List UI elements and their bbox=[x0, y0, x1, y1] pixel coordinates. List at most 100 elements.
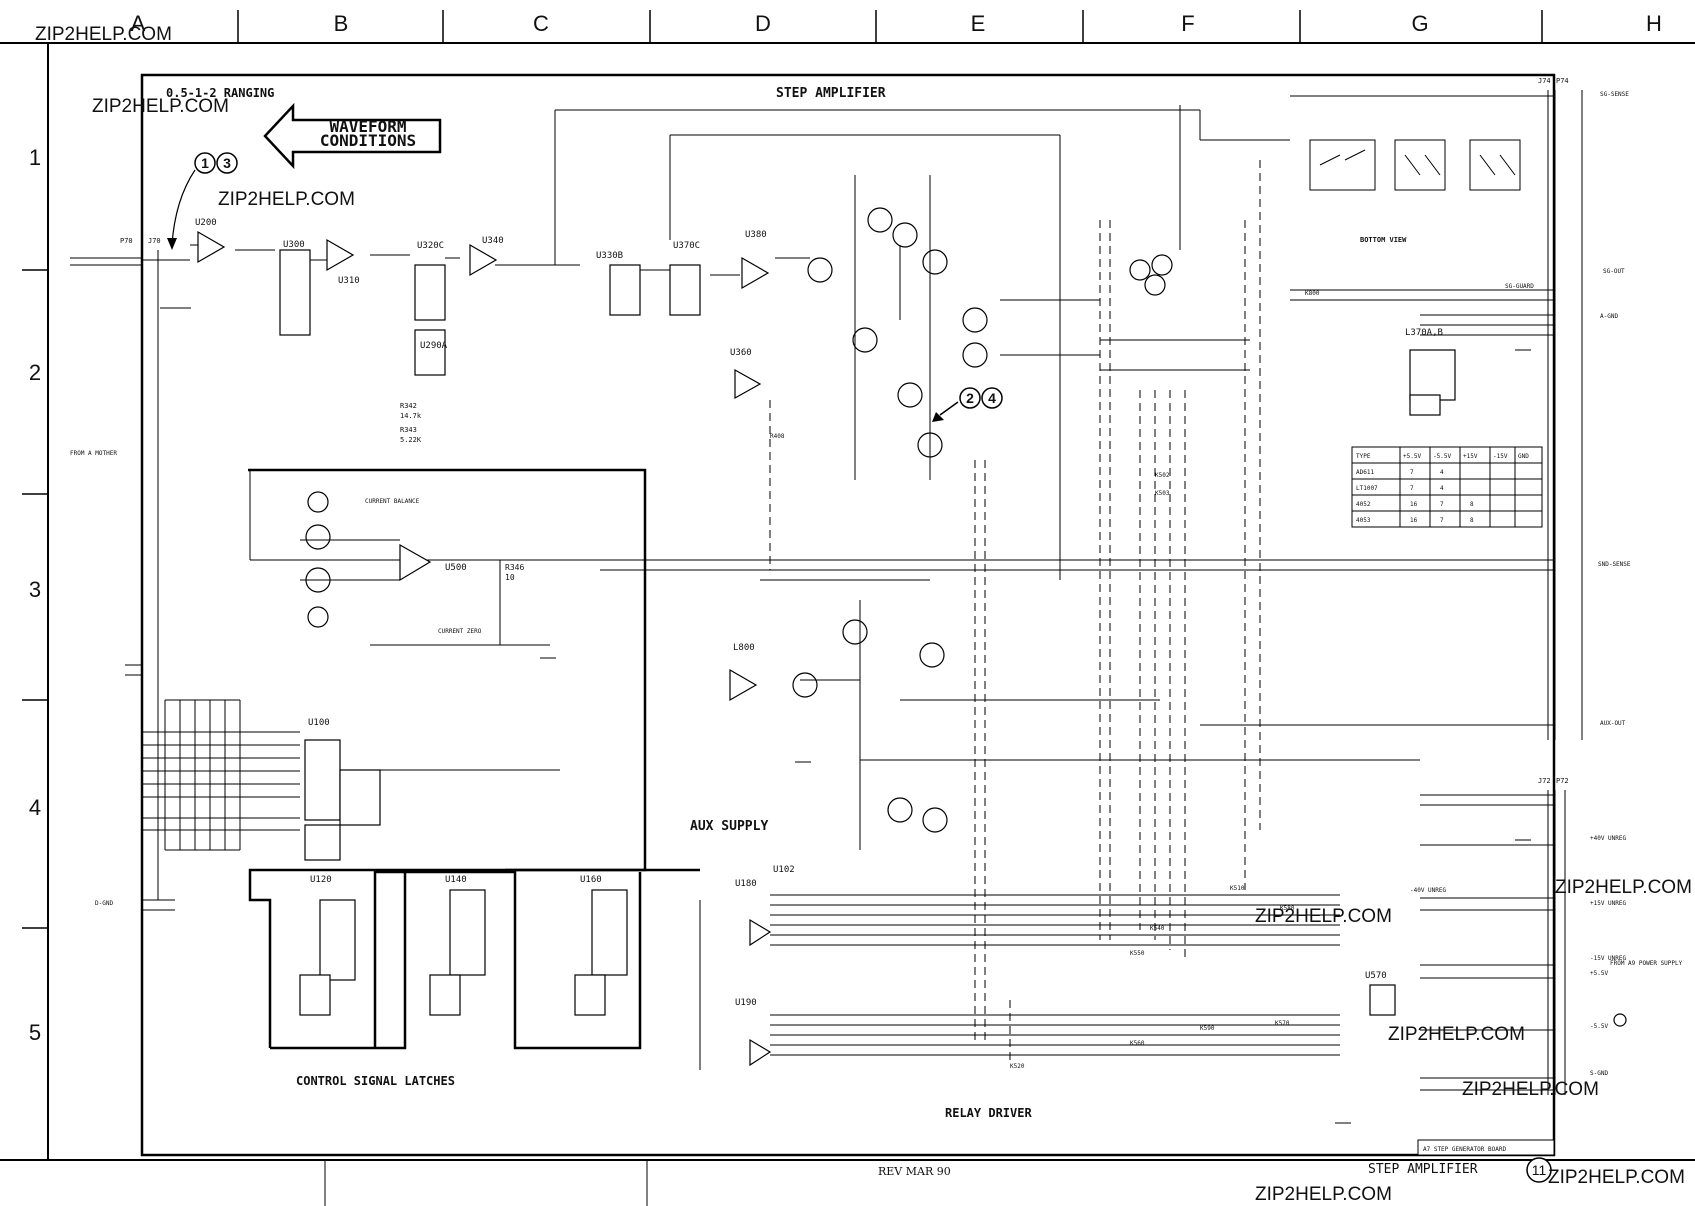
p74-label: P74 bbox=[1556, 77, 1569, 85]
power-table-grid bbox=[1351, 446, 1543, 528]
from-mother-label: FROM A MOTHER bbox=[70, 450, 117, 457]
table-header-m5: -5.5V bbox=[1433, 453, 1451, 460]
u200-label: U200 bbox=[195, 218, 217, 228]
aux-supply-label: AUX SUPPLY bbox=[690, 819, 768, 834]
r408-label: R408 bbox=[770, 433, 785, 440]
j72-label: J72 bbox=[1538, 777, 1551, 785]
watermark-9: ZIP2HELP.COM bbox=[1255, 1184, 1392, 1205]
row-headers: 1 2 3 4 5 bbox=[29, 145, 41, 1045]
waveform-arrow bbox=[263, 102, 442, 170]
table-header-p15: +15V bbox=[1463, 453, 1478, 460]
u290-label: U290A bbox=[420, 341, 448, 351]
k560-label: K560 bbox=[1130, 1040, 1145, 1047]
relay-dashed-lines bbox=[769, 160, 1261, 1060]
watermark-3: ZIP2HELP.COM bbox=[218, 189, 355, 210]
table-row-2-m5: 7 bbox=[1440, 501, 1444, 508]
callout-3: 3 bbox=[223, 155, 231, 171]
col-b: B bbox=[334, 11, 349, 36]
current-zero-label: CURRENT ZERO bbox=[438, 628, 482, 635]
watermark-2: ZIP2HELP.COM bbox=[92, 96, 229, 117]
u340-label: U340 bbox=[482, 236, 504, 246]
board-border bbox=[140, 73, 1556, 1157]
row-3: 3 bbox=[29, 577, 41, 602]
sg-guard-label: SG-GUARD bbox=[1505, 283, 1534, 290]
watermark-5: ZIP2HELP.COM bbox=[1555, 877, 1692, 898]
power-table: TYPE +5.5V -5.5V +15V -15V GND LT1007 7 … bbox=[1356, 453, 1529, 524]
col-h: H bbox=[1646, 11, 1662, 36]
u190-label: U190 bbox=[735, 998, 757, 1008]
waveform-label-2: CONDITIONS bbox=[320, 131, 416, 150]
callout-4: 4 bbox=[988, 390, 996, 406]
footer-board: A7 STEP GENERATOR BOARD bbox=[1423, 1146, 1506, 1153]
r342-label: R342 bbox=[400, 402, 417, 410]
u100-label: U100 bbox=[308, 718, 330, 728]
table-row-3-type: 4053 bbox=[1356, 517, 1371, 524]
col-c: C bbox=[533, 11, 549, 36]
sg-sense-label: SG-SENSE bbox=[1600, 91, 1629, 98]
table-row-4-p5: 7 bbox=[1410, 469, 1414, 476]
col-f: F bbox=[1181, 11, 1194, 36]
bottom-view-label: BOTTOM VIEW bbox=[1360, 236, 1407, 244]
watermark-4: ZIP2HELP.COM bbox=[1255, 906, 1392, 927]
r342-value: 14.7k bbox=[400, 412, 422, 420]
m15v-label: -15V UNREG bbox=[1590, 955, 1627, 962]
u370-label: U370C bbox=[673, 241, 700, 251]
m5v-label: -5.5V bbox=[1590, 1023, 1608, 1030]
watermarks: ZIP2HELP.COM ZIP2HELP.COM ZIP2HELP.COM Z… bbox=[35, 24, 1692, 1205]
watermark-7: ZIP2HELP.COM bbox=[1462, 1079, 1599, 1100]
u160-label: U160 bbox=[580, 875, 602, 885]
u360-label: U360 bbox=[730, 348, 752, 358]
table-header-type: TYPE bbox=[1356, 453, 1371, 460]
u380-label: U380 bbox=[745, 230, 767, 240]
watermark-1: ZIP2HELP.COM bbox=[35, 24, 172, 45]
table-header-m15: -15V bbox=[1493, 453, 1508, 460]
column-headers: A B C D E F G H bbox=[131, 11, 1662, 36]
col-a: A bbox=[131, 11, 146, 36]
section-titles: 0.5-1-2 RANGING STEP AMPLIFIER WAVEFORM … bbox=[166, 86, 1407, 1120]
u120-label: U120 bbox=[310, 875, 332, 885]
k590-label: K590 bbox=[1200, 1025, 1215, 1032]
waveform-label-1: WAVEFORM bbox=[329, 117, 406, 136]
u570-label: U570 bbox=[1365, 971, 1387, 981]
table-row-1-m5: 4 bbox=[1440, 485, 1444, 492]
op-amps bbox=[197, 230, 772, 1067]
connector-labels: P70 J70 J74 P74 J72 P72 bbox=[120, 77, 1569, 785]
table-row-3-m5: 7 bbox=[1440, 517, 1444, 524]
snd-sense-label: SND-SENSE bbox=[1598, 561, 1631, 568]
u310-label: U310 bbox=[338, 276, 360, 286]
ic-boxes bbox=[279, 249, 1456, 1016]
relay-labels: K800 K510 K540 K550 K560 K520 K570 K580 … bbox=[1010, 290, 1320, 1070]
k570-label: K570 bbox=[1275, 1020, 1290, 1027]
u180-label: U180 bbox=[735, 879, 757, 889]
table-row-2-p15: 8 bbox=[1470, 501, 1474, 508]
page-number-circle bbox=[1526, 1157, 1552, 1183]
signal-labels: FROM A MOTHER FROM A9 POWER SUPPLY CURRE… bbox=[70, 91, 1683, 1077]
u320-label: U320C bbox=[417, 241, 444, 251]
ranging-label: 0.5-1-2 RANGING bbox=[166, 86, 274, 100]
watermark-6: ZIP2HELP.COM bbox=[1388, 1024, 1525, 1045]
u330-label: U330B bbox=[596, 251, 623, 261]
p72-label: P72 bbox=[1556, 777, 1569, 785]
r343-label: R343 bbox=[400, 426, 417, 434]
p70-label: P70 bbox=[120, 237, 133, 245]
watermark-8: ZIP2HELP.COM bbox=[1548, 1167, 1685, 1188]
revision-label: REV MAR 90 bbox=[878, 1165, 951, 1178]
aux-out-label: AUX-OUT bbox=[1600, 720, 1626, 727]
j70-label: J70 bbox=[148, 237, 161, 245]
footer-box bbox=[1417, 1139, 1555, 1156]
table-row-4-m5: 4 bbox=[1440, 469, 1444, 476]
col-g: G bbox=[1411, 11, 1428, 36]
j74-label: J74 bbox=[1538, 77, 1551, 85]
p15v-label: +15V UNREG bbox=[1590, 900, 1627, 907]
u300-label: U300 bbox=[283, 240, 305, 250]
col-e: E bbox=[971, 11, 986, 36]
d-gnd-label: D-GND bbox=[95, 900, 113, 907]
l800-label: L800 bbox=[733, 643, 755, 653]
table-row-1-p5: 7 bbox=[1410, 485, 1414, 492]
k540-label: K540 bbox=[1150, 925, 1165, 932]
footer-title: STEP AMPLIFIER bbox=[1368, 1162, 1478, 1177]
u102-label: U102 bbox=[773, 865, 795, 875]
page-number: 11 bbox=[1532, 1162, 1547, 1178]
